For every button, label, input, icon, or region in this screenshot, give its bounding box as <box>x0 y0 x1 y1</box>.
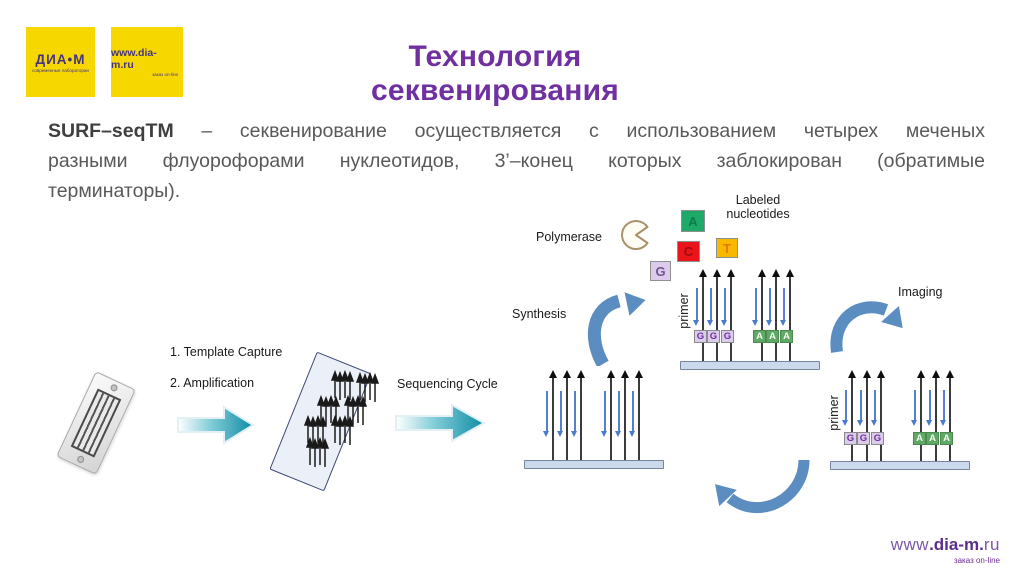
footer-url-www: www <box>890 535 930 554</box>
footer-subtitle: заказ on-line <box>953 556 1000 565</box>
dna-strand <box>620 370 629 460</box>
nucleotide-t-box: T <box>716 238 738 258</box>
flow-cell-surface <box>524 460 664 469</box>
incorporation-arrow <box>842 390 849 426</box>
process-arrow-icon <box>395 403 487 443</box>
process-arrow-icon <box>177 405 255 445</box>
imaging-assembly: primer G G G A A A <box>827 365 972 470</box>
sequencing-cycle-label: Sequencing Cycle <box>397 377 498 391</box>
dna-clusters <box>304 371 379 468</box>
base-g-box: G <box>844 432 857 445</box>
nucleotide-a-box: A <box>681 210 705 232</box>
incorporation-arrow <box>940 390 947 426</box>
footer-url-domain: .dia-m. <box>929 535 984 554</box>
dna-strand <box>548 370 557 460</box>
flow-cell-device-image <box>56 371 136 475</box>
cycle-arrow-return-icon <box>715 459 810 514</box>
primer-label: primer <box>677 293 691 329</box>
incorporation-arrow <box>857 390 864 426</box>
incorporation-assembly: primer G G G A A A <box>677 262 820 370</box>
diam-url-logo-title: www.dia-m.ru <box>111 47 157 71</box>
base-g-box: G <box>857 432 870 445</box>
footer: www.dia-m.ru заказ on-line <box>891 535 1000 565</box>
diam-logo: ДИА•М современные лаборатории <box>26 27 95 97</box>
incorporation-arrow <box>911 390 918 426</box>
nucleotide-c-box: C <box>677 241 700 262</box>
dna-strand <box>562 370 571 460</box>
dna-strand <box>931 370 940 461</box>
incorporation-arrow <box>871 390 878 426</box>
flow-cell-surface <box>830 461 970 470</box>
incorporation-arrow <box>543 391 550 437</box>
incorporation-arrow <box>780 288 787 326</box>
base-g-box: G <box>721 330 734 343</box>
page-title: Технология секвенирования <box>371 40 619 107</box>
dna-strand <box>698 269 707 361</box>
flow-cell-channels <box>70 388 122 458</box>
dna-strand <box>712 269 721 361</box>
cycle-arrow-up-icon <box>587 292 646 366</box>
incorporation-arrow <box>926 390 933 426</box>
incorporation-arrow <box>707 288 714 326</box>
labeled-nucleotides-label: Labeled nucleotides <box>726 193 790 221</box>
primer-label: primer <box>827 395 841 431</box>
diam-url-logo-subtitle: заказ on-line <box>152 72 178 77</box>
diam-logo-title: ДИА•М <box>35 51 86 67</box>
incorporation-arrow <box>557 391 564 437</box>
incorporation-arrow <box>601 391 608 437</box>
base-a-box: A <box>940 432 953 445</box>
step-amplification-label: 2. Amplification <box>170 376 255 390</box>
dna-strand <box>945 370 954 461</box>
nucleotide-g-box: G <box>650 261 671 281</box>
base-g-box: G <box>871 432 884 445</box>
step-template-capture-label: 1. Template Capture <box>170 345 283 359</box>
incorporation-arrow <box>629 391 636 437</box>
incorporation-arrow <box>693 288 700 326</box>
cycle-arrow-down-icon <box>830 301 903 353</box>
surf-seq-term: SURF–seqTM <box>48 120 174 142</box>
dna-strand <box>847 370 856 461</box>
incorporation-arrow <box>571 391 578 437</box>
dna-strand <box>862 370 871 461</box>
diam-logo-subtitle: современные лаборатории <box>32 67 89 73</box>
polymerase-icon <box>621 220 649 250</box>
dna-strand <box>634 370 643 460</box>
polymerase-label: Polymerase <box>536 230 602 244</box>
base-a-box: A <box>753 330 766 343</box>
footer-url-tld: ru <box>983 535 1000 554</box>
dna-strand <box>757 269 766 361</box>
base-a-box: A <box>780 330 793 343</box>
incorporation-arrow <box>721 288 728 326</box>
body-line-3: терминаторы). <box>48 180 181 202</box>
base-a-box: A <box>913 432 926 445</box>
dna-strand <box>576 370 585 460</box>
incorporation-arrow <box>766 288 773 326</box>
synthesis-label: Synthesis <box>512 307 567 321</box>
base-a-box: A <box>926 432 939 445</box>
synthesis-assembly <box>524 368 664 469</box>
imaging-label: Imaging <box>898 285 943 299</box>
dna-strand <box>785 269 794 361</box>
incorporation-arrow <box>615 391 622 437</box>
dna-strand <box>606 370 615 460</box>
body-line-1: SURF–seqTM – секвенирование осуществляет… <box>48 116 985 146</box>
footer-url: www.dia-m.ru <box>891 535 1000 555</box>
body-line-1-rest: – секвенирование осуществляется с исполь… <box>201 120 985 142</box>
base-g-box: G <box>694 330 707 343</box>
body-line-2: разными флуорофорами нуклеотидов, 3’–кон… <box>48 150 985 172</box>
incorporation-arrow <box>752 288 759 326</box>
flow-cell-surface <box>680 361 820 370</box>
diam-url-logo: www.dia-m.ru заказ on-line <box>111 27 183 97</box>
dna-strand <box>916 370 925 461</box>
dna-strand <box>876 370 885 461</box>
dna-strand <box>726 269 735 361</box>
base-g-box: G <box>707 330 720 343</box>
base-a-box: A <box>766 330 779 343</box>
dna-strand <box>771 269 780 361</box>
body-paragraph: SURF–seqTM – секвенирование осуществляет… <box>48 116 985 206</box>
